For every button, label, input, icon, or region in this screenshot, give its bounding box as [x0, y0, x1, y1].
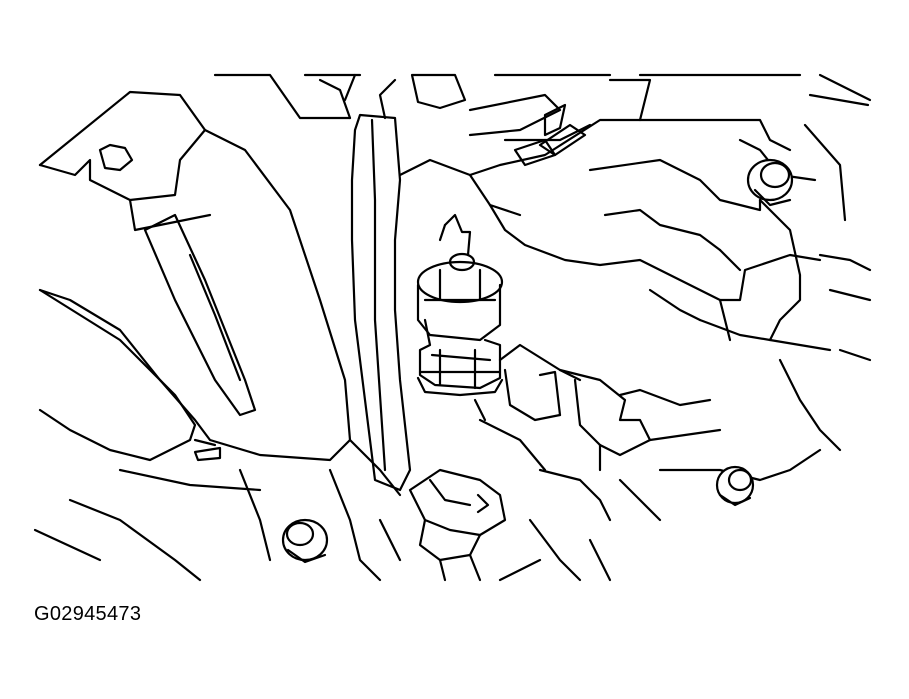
engine-sensor-illustration — [33, 73, 872, 582]
connector-plug — [408, 468, 507, 582]
lower-structure — [238, 438, 612, 582]
connector-housing — [498, 343, 722, 472]
engine-block — [213, 73, 872, 362]
figure-code: G02945473 — [34, 603, 142, 625]
temperature-sensor — [416, 213, 504, 397]
bolt-lower-right — [715, 465, 755, 507]
transmission-housing — [473, 158, 842, 522]
wire-harness — [318, 73, 412, 492]
bolt-upper-right — [746, 158, 794, 207]
bolt-lower-left — [281, 518, 329, 564]
mounting-bracket — [33, 90, 352, 582]
